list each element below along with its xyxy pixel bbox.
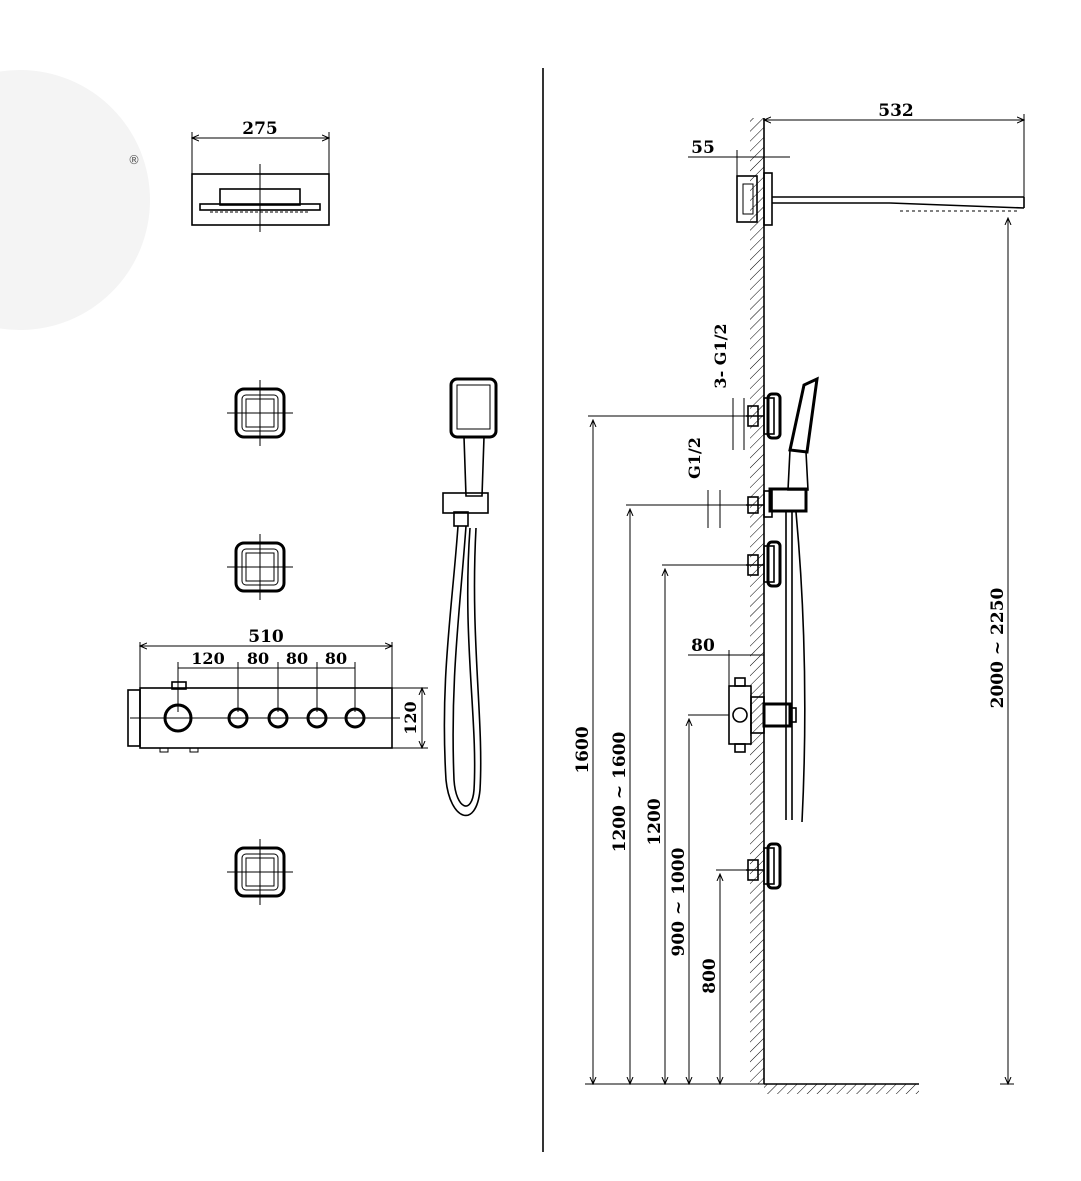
dim-80-spacing-2: 80 [286,649,308,668]
wall [750,118,919,1094]
dim-80-depth: 80 [691,636,715,656]
side-view: 532 55 2000 ~ 2250 1600 3- G1/2 [573,101,1024,1094]
dim-1600: 1600 [573,726,593,773]
diverter-knob-1 [227,707,249,729]
valve-panel: 510 120 80 80 80 [127,627,428,753]
dim-900-1000: 900 ~ 1000 [669,847,689,956]
side-valve [728,677,797,753]
dim-2000-2250: 2000 ~ 2250 [988,587,1008,708]
shower-arm [736,172,1025,226]
registered-mark: ® [128,153,140,167]
diverter-knob-3 [306,707,328,729]
dim-80-spacing-1: 80 [247,649,269,668]
watermark-circle [0,70,150,330]
dim-510: 510 [248,627,284,647]
thermostat-knob [163,703,193,733]
diverter-knob-4 [344,707,366,729]
dim-532: 532 [878,101,914,121]
body-jet-2 [227,534,293,600]
dim-1200: 1200 [645,798,665,845]
dim-55: 55 [691,138,715,158]
dim-800: 800 [700,958,720,994]
dim-275: 275 [242,119,278,139]
label-3-g1-2: 3- G1/2 [711,323,730,388]
dim-120-spacing: 120 [191,649,224,668]
body-jet-1 [227,380,293,446]
hand-shower-front [442,377,498,817]
diverter-knob-2 [267,707,289,729]
dim-80-spacing-3: 80 [325,649,347,668]
dim-120-height: 120 [401,701,420,734]
label-g1-2: G1/2 [685,437,704,479]
rain-shower-head: 275 [192,119,329,232]
front-view: 275 [127,119,498,905]
dim-1200-1600: 1200 ~ 1600 [610,731,630,852]
body-jet-3 [227,839,293,905]
